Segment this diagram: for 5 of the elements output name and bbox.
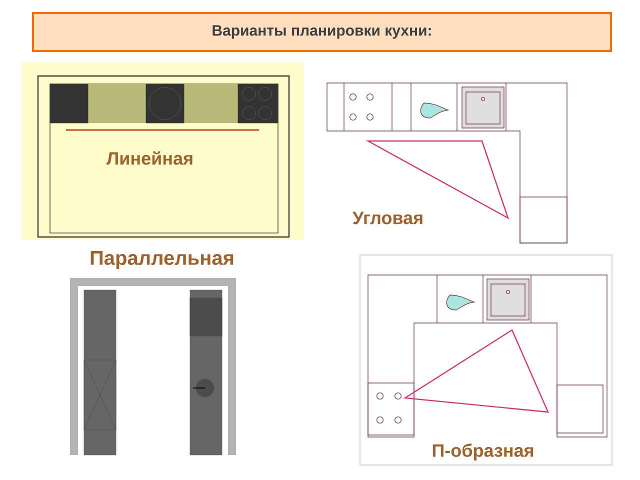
layout-label: Угловая <box>352 212 422 224</box>
layout-label: Параллельная <box>90 251 234 269</box>
title-banner: Варианты планировки кухни: <box>32 12 612 52</box>
layout-label: П-образная <box>432 444 534 460</box>
layout-label: Линейная <box>106 151 192 165</box>
